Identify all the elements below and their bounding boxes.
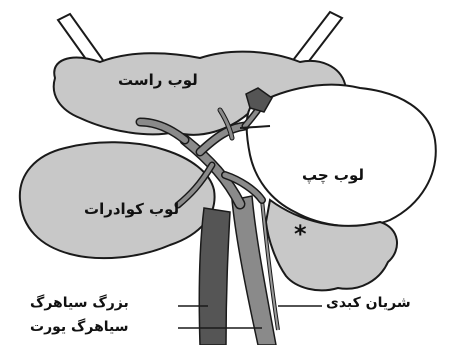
vena-cava-vessel	[199, 208, 230, 345]
portal-vein-label: سیاهرگ یورت	[30, 320, 129, 334]
left-lobe-label: لوب چپ	[302, 168, 364, 183]
vena-cava-label: بزرگ سیاهرگ	[30, 296, 129, 310]
caudate-lobe-label: لوب کوادرات	[84, 202, 179, 217]
asterisk-marker: *	[294, 222, 307, 246]
right-lobe-label: لوب راست	[118, 73, 198, 88]
hepatic-artery-label: شریان کبدی	[326, 296, 411, 310]
